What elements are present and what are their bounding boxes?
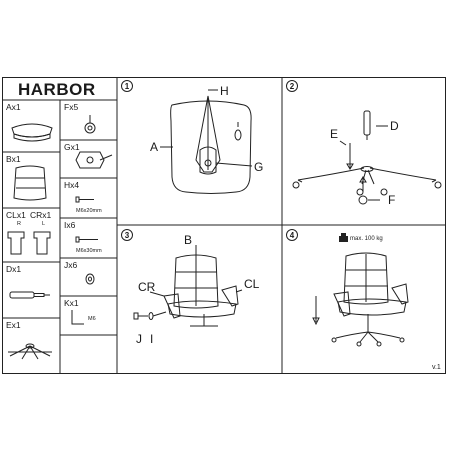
- step-3-label-cr: CR: [138, 280, 156, 294]
- step-2-label-f: F: [388, 193, 396, 207]
- part-label-d: Dx1: [6, 264, 22, 274]
- armrest-left-icon: [33, 231, 51, 255]
- part-label-f: Fx5: [64, 102, 79, 112]
- step-number-2: 2: [286, 80, 298, 92]
- caster-part-icon: [84, 115, 96, 134]
- part-label-h: Hx4: [64, 180, 80, 190]
- product-title: HARBOR: [18, 80, 96, 99]
- star-base-part-icon: [8, 343, 52, 360]
- part-label-a: Ax1: [6, 102, 21, 112]
- step-number-1: 1: [121, 80, 133, 92]
- part-label-cr: CRx1: [30, 210, 52, 220]
- step-1-label-g: G: [254, 160, 264, 174]
- part-spec-i: M6x30mm: [76, 248, 102, 254]
- bolt-m6x30-icon: [75, 236, 98, 243]
- part-spec-h: M6x20mm: [76, 208, 102, 214]
- weight-icon: [339, 236, 348, 242]
- mechanism-part-icon: [75, 151, 113, 169]
- version-label: v.1: [432, 364, 441, 371]
- step-3-label-cl: CL: [244, 277, 260, 291]
- bolt-m6x20-icon: [75, 196, 94, 203]
- armrest-right-icon: [7, 231, 25, 255]
- part-spec-k: M6: [88, 316, 96, 322]
- step-number-3: 3: [121, 229, 133, 241]
- part-label-k: Kx1: [64, 298, 79, 308]
- backrest-part-icon: [13, 165, 47, 201]
- step-3-label-b: B: [184, 233, 193, 247]
- step-2-label-d: D: [390, 119, 399, 133]
- gas-lift-part-icon: [9, 291, 50, 299]
- step-3-label-j: J: [136, 332, 142, 346]
- part-label-i: Ix6: [64, 220, 76, 230]
- step-2-label-e: E: [330, 127, 339, 141]
- armrest-side-left: L: [42, 221, 46, 227]
- washer-part-icon: [85, 273, 95, 285]
- armrest-side-right: R: [17, 221, 21, 227]
- step-number-4: 4: [286, 229, 298, 241]
- part-label-cl: CLx1: [6, 210, 26, 220]
- seat-part-icon: [11, 123, 53, 142]
- hex-key-part-icon: [71, 310, 84, 325]
- step-3-label-i: I: [150, 332, 154, 346]
- step-1-label-h: H: [220, 84, 229, 98]
- step-1-label-a: A: [150, 140, 159, 154]
- part-label-j: Jx6: [64, 260, 78, 270]
- part-label-b: Bx1: [6, 154, 21, 164]
- part-label-g: Gx1: [64, 142, 80, 152]
- part-label-e: Ex1: [6, 320, 21, 330]
- step-4-max-load: max. 100 kg: [350, 236, 383, 242]
